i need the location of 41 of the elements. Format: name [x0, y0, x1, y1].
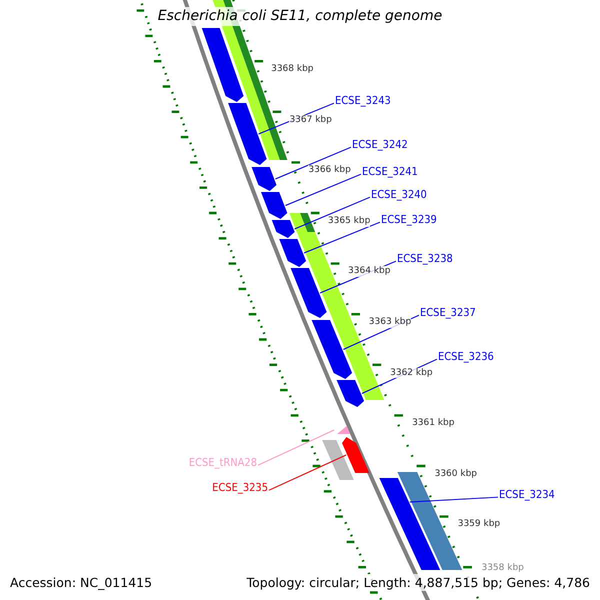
scale-label: 3360 kbp: [434, 468, 477, 480]
gene-feature: [202, 28, 244, 102]
scale-label: 3363 kbp: [368, 317, 412, 328]
gene-feature: [261, 192, 288, 219]
leader-line: [409, 496, 498, 502]
leader-line: [304, 222, 380, 254]
triangle-marker: [337, 426, 350, 434]
scale-label: 3359 kbp: [458, 519, 500, 530]
gene-feature: [252, 167, 276, 191]
gene-label: ECSE_3239: [381, 213, 437, 226]
gene-feature: [272, 220, 295, 238]
leader-line: [294, 196, 370, 230]
scale-label: 3364 kbp: [348, 266, 390, 278]
scale-label: 3365 kbp: [328, 216, 370, 227]
gene-bar: [379, 478, 440, 570]
scale-label: 3368 kbp: [271, 64, 314, 75]
gene-label: ECSE_3240: [371, 188, 427, 202]
gene-feature: [290, 268, 327, 318]
gene-label: ECSE_3236: [438, 350, 494, 364]
gene-label: ECSE_3241: [362, 165, 418, 178]
gene-label: ECSE_3242: [352, 138, 408, 152]
scale-label: 3367 kbp: [289, 114, 332, 126]
gene-feature: [336, 380, 364, 407]
gene-feature: [228, 103, 267, 165]
gene-label: ECSE_3237: [420, 306, 476, 320]
leader-line: [274, 146, 352, 180]
scale-label: 3358 kbp: [481, 563, 524, 574]
gene-label: ECSE_3238: [397, 252, 453, 266]
leader-line: [284, 174, 362, 206]
leader-line: [258, 430, 335, 466]
gene-feature: [279, 239, 306, 267]
gene-feature: [342, 437, 370, 473]
gene-label: ECSE_tRNA28: [188, 456, 257, 470]
gene-label: ECSE_3243: [335, 94, 391, 108]
leader-line: [268, 454, 347, 491]
gene-feature: [312, 320, 352, 379]
scale-label: 3362 kbp: [390, 368, 433, 378]
gene-label: ECSE_3235: [212, 481, 268, 494]
scale-label: 3366 kbp: [308, 165, 351, 176]
gene-label: ECSE_3234: [499, 488, 555, 502]
scale-label: 3361 kbp: [412, 418, 454, 429]
